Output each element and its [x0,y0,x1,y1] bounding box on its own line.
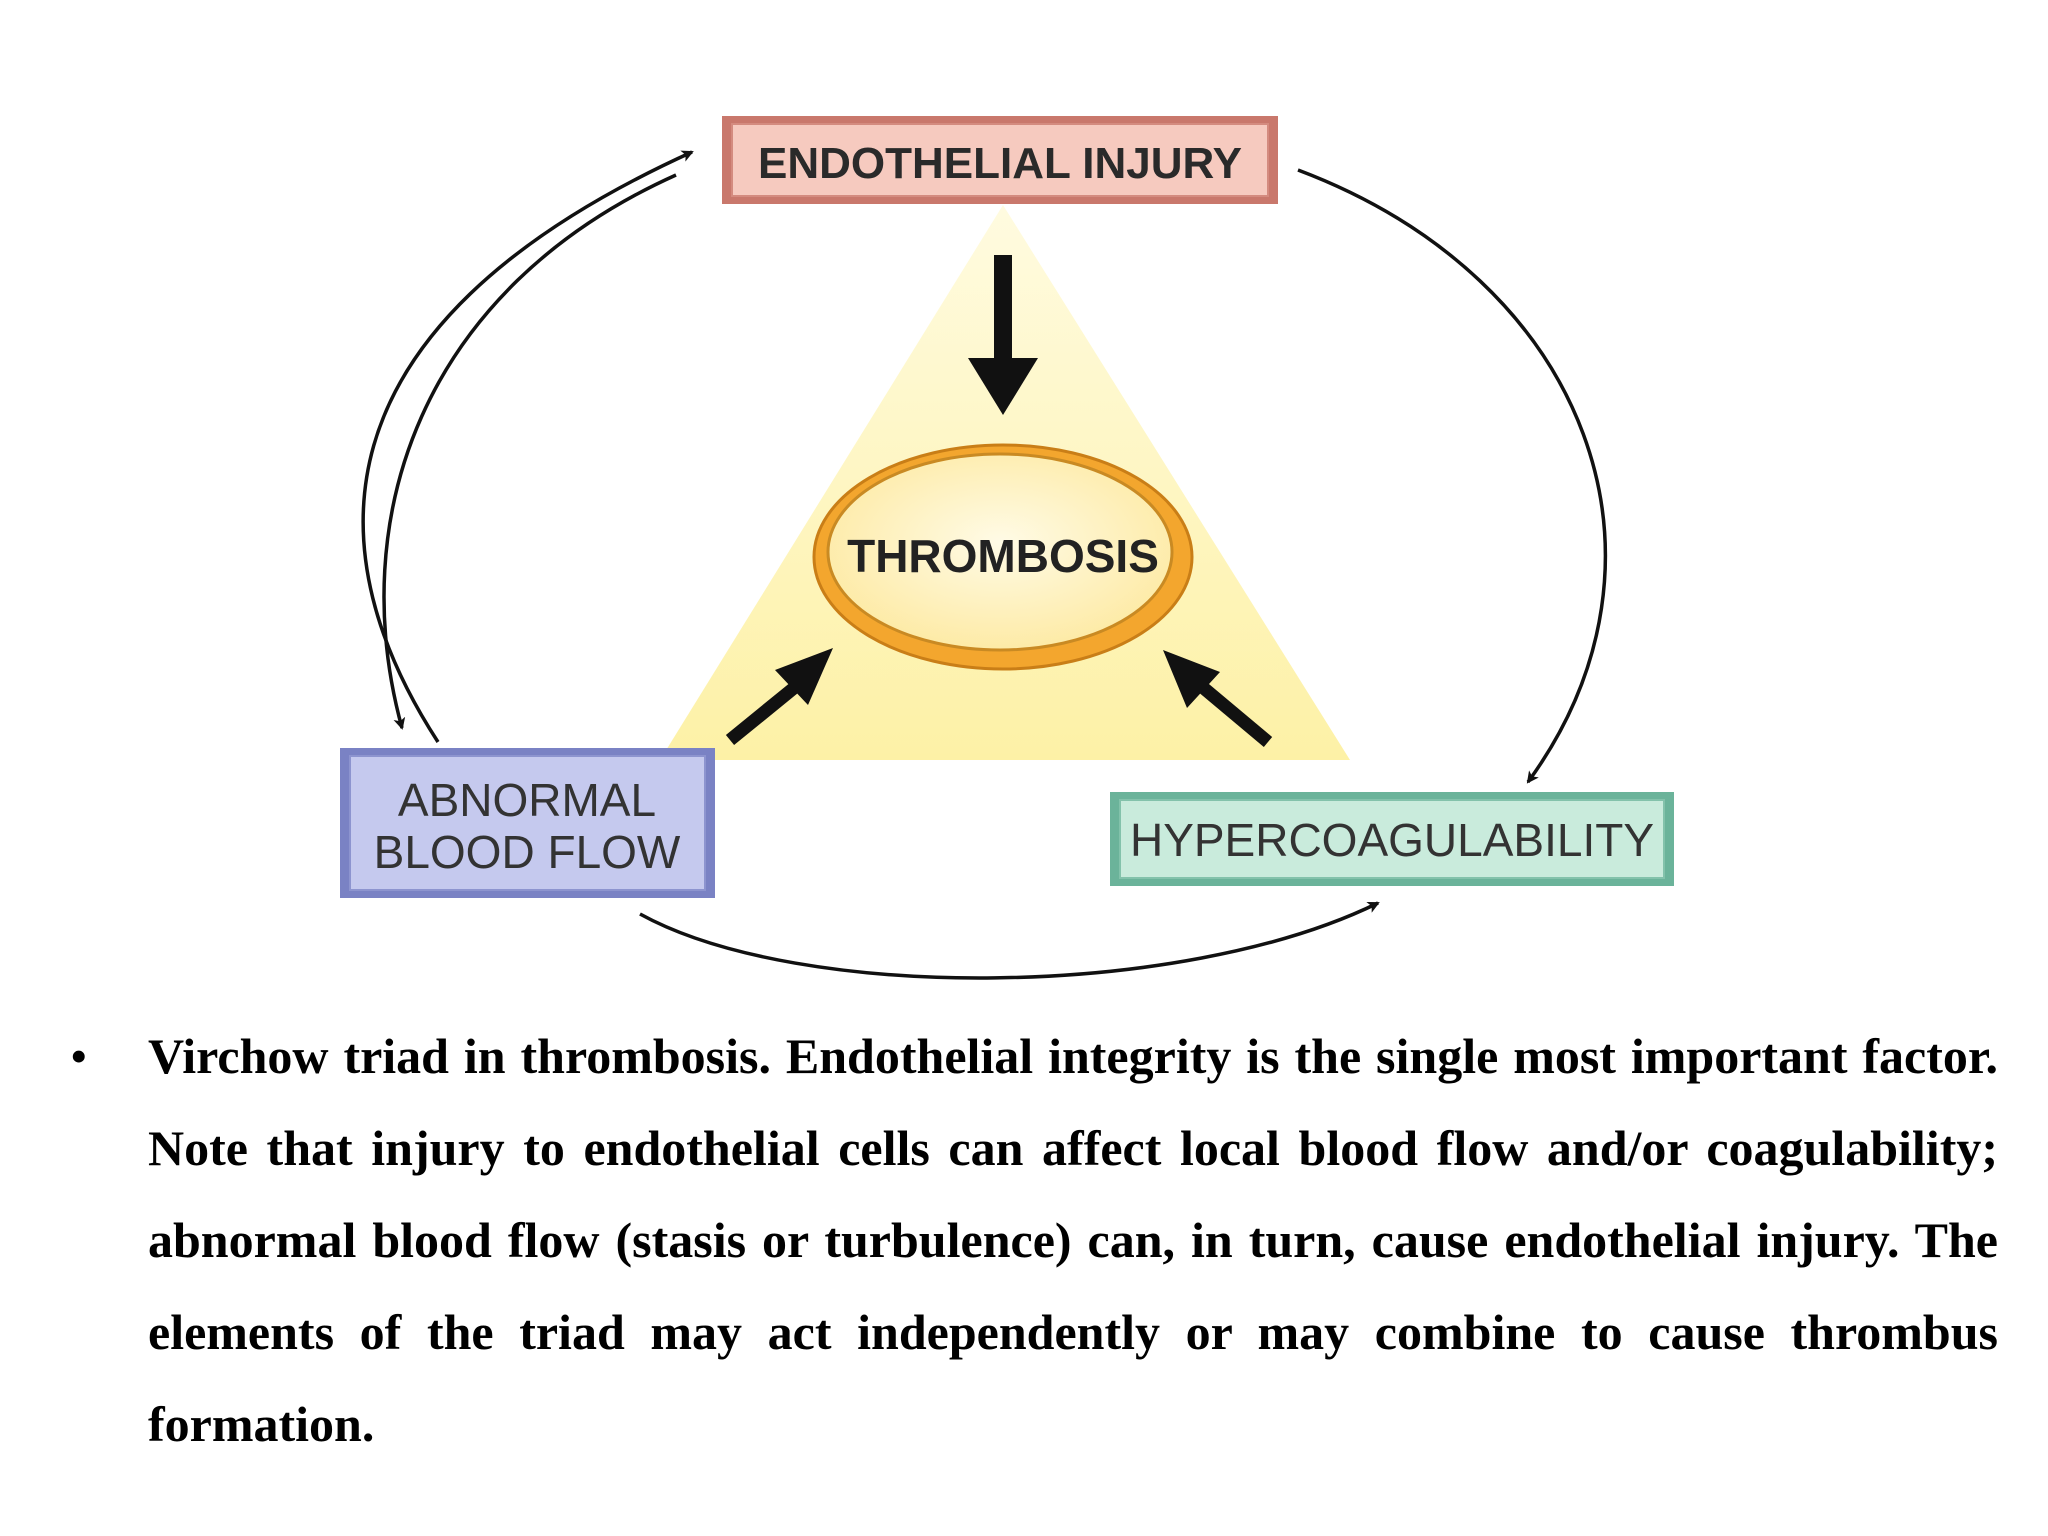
abnormal-blood-flow-label-line2: BLOOD FLOW [374,826,681,878]
arrow-endothelial-to-blood-flow-inner [382,173,677,730]
arrow-endothelial-to-thrombosis [968,255,1038,415]
virchow-triad-diagram: THROMBOSIS ENDOTHELIAL INJURY ABNORMAL B… [340,116,1674,980]
arrow-hypercoag-to-thrombosis [1163,650,1273,747]
arrow-blood-flow-to-hypercoag [639,901,1380,980]
endothelial-injury-label: ENDOTHELIAL INJURY [758,139,1242,188]
thrombosis-label: THROMBOSIS [847,530,1159,582]
abnormal-blood-flow-label-line1: ABNORMAL [398,774,656,826]
arrow-blood-flow-to-endothelial-outer [361,150,694,743]
bullet-marker: • [70,1028,88,1084]
thrombosis-node: THROMBOSIS [812,443,1194,671]
hypercoagulability-node: HYPERCOAGULABILITY [1110,792,1674,886]
endothelial-injury-node: ENDOTHELIAL INJURY [722,116,1278,204]
hypercoagulability-label: HYPERCOAGULABILITY [1130,814,1654,866]
caption-block: • Virchow triad in thrombosis. Endotheli… [60,1010,2008,1470]
abnormal-blood-flow-node: ABNORMAL BLOOD FLOW [340,748,715,898]
caption-text: Virchow triad in thrombosis. Endothelial… [148,1028,1998,1452]
arrow-endothelial-to-hypercoag [1297,168,1608,784]
arrow-blood-flow-to-thrombosis [725,648,833,746]
